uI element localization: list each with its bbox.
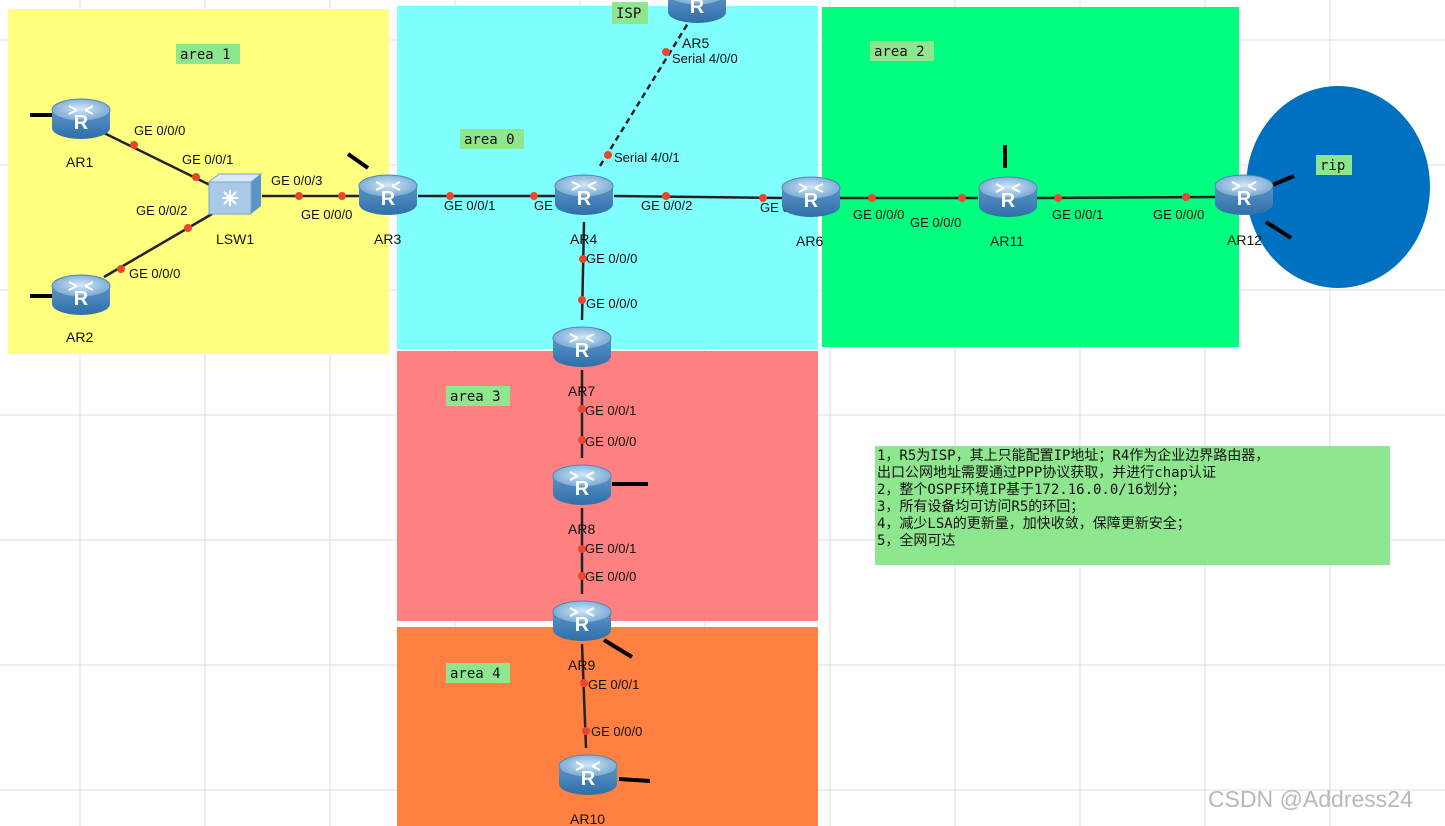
svg-text:area 0: area 0: [464, 132, 515, 148]
node-label-ar3: AR3: [374, 231, 401, 247]
stub-lines: [30, 113, 1295, 783]
node-label-ar8: AR8: [568, 521, 595, 537]
port-label: GE 0/0/0: [910, 215, 961, 230]
port-label: GE 0/0/2: [136, 203, 187, 218]
port-labels: GE 0/0/0 GE 0/0/1 GE 0/0/0 GE 0/0/2 GE 0…: [129, 51, 1204, 739]
node-label-ar6: AR6: [796, 233, 823, 249]
area-4-label: area 4: [446, 663, 510, 683]
router-ar2[interactable]: [51, 274, 111, 316]
router-ar9[interactable]: [552, 600, 612, 642]
link-ar4-ar6: [613, 194, 783, 200]
rip-label: rip: [1316, 155, 1352, 175]
note-line: 4，减少LSA的更新量，加快收敛，保障更新安全；: [877, 516, 1191, 532]
port-label: GE 0/0/0: [301, 207, 352, 222]
node-label-ar2: AR2: [66, 329, 93, 345]
area-2-region: [822, 7, 1239, 347]
node-label-lsw1: LSW1: [216, 231, 254, 247]
note-line: 出口公网地址需要通过PPP协议获取，并进行chap认证: [877, 465, 1216, 481]
link-ar4-ar5: [598, 19, 692, 167]
area-0-region: [397, 6, 818, 349]
port-label: GE 0/0/1: [585, 403, 636, 418]
note-line: 3，所有设备均可访问R5的环回；: [877, 499, 1085, 515]
router-ar1[interactable]: [51, 98, 111, 140]
router-ar11[interactable]: [978, 176, 1038, 218]
node-label-ar10: AR10: [570, 811, 605, 826]
area-4-region: [397, 627, 818, 826]
area-0-label: area 0: [460, 129, 524, 149]
router-ar5[interactable]: [667, 0, 727, 24]
port-label: GE 0/0/0: [129, 266, 180, 281]
node-label-ar1: AR1: [66, 154, 93, 170]
svg-text:area 4: area 4: [450, 666, 501, 682]
router-ar3[interactable]: [358, 174, 418, 216]
port-label: GE 0/0/0: [591, 724, 642, 739]
node-label-ar12: AR12: [1227, 232, 1262, 248]
port-label: GE 0/0/0: [134, 123, 185, 138]
port-label: GE 0/0/1: [182, 152, 233, 167]
port-label: GE 0/0/1: [585, 541, 636, 556]
rip-region: [1246, 86, 1430, 288]
note-line: 2，整个OSPF环境IP基于172.16.0.0/16划分；: [877, 482, 1186, 498]
note-line: 5，全网可达: [877, 533, 956, 549]
router-ar7[interactable]: [552, 326, 612, 368]
port-label: GE 0/0/0: [853, 207, 904, 222]
port-label: GE 0/0/0: [586, 296, 637, 311]
router-ar10[interactable]: [558, 754, 618, 796]
svg-text:area 2: area 2: [874, 44, 925, 60]
svg-text:rip: rip: [1320, 158, 1345, 174]
svg-text:area 3: area 3: [450, 389, 501, 405]
node-label-ar7: AR7: [568, 383, 595, 399]
port-label: GE 0/0/0: [585, 569, 636, 584]
port-dots: [117, 48, 1190, 735]
port-label: GE 0/0/0: [585, 434, 636, 449]
switch-lsw1[interactable]: [208, 173, 262, 215]
router-ar8[interactable]: [552, 464, 612, 506]
port-label: GE 0/0/1: [1052, 207, 1103, 222]
watermark: CSDN @Address24: [1208, 786, 1413, 812]
isp-label: ISP: [612, 2, 648, 24]
area-3-label: area 3: [446, 386, 510, 406]
router-ar12[interactable]: [1214, 174, 1274, 216]
node-label-ar9: AR9: [568, 657, 595, 673]
node-label-ar5: AR5: [682, 35, 709, 51]
area-2-label: area 2: [870, 41, 934, 61]
node-label-ar11: AR11: [990, 233, 1024, 249]
svg-text:area 1: area 1: [180, 47, 231, 63]
port-label: GE 0/0/1: [444, 198, 495, 213]
port-label: Serial 4/0/0: [672, 51, 738, 66]
router-ar6[interactable]: [781, 176, 841, 218]
port-label: Serial 4/0/1: [614, 150, 680, 165]
port-label: GE 0/0/3: [271, 173, 322, 188]
node-label-ar4: AR4: [570, 231, 597, 247]
port-label: GE 0/0/2: [641, 198, 692, 213]
area-1-label: area 1: [176, 44, 240, 64]
device-labels: AR1 AR2 LSW1 AR3 AR4 AR5 AR6 AR7 AR8 AR9…: [66, 35, 1262, 826]
requirements-note: 1，R5为ISP，其上只能配置IP地址；R4作为企业边界路由器， 出口公网地址需…: [875, 446, 1390, 565]
svg-text:ISP: ISP: [616, 6, 641, 22]
note-line: 1，R5为ISP，其上只能配置IP地址；R4作为企业边界路由器，: [877, 448, 1270, 464]
router-ar4[interactable]: [554, 174, 614, 216]
port-label: GE 0/0/1: [588, 677, 639, 692]
port-label: GE 0/0/0: [586, 251, 637, 266]
port-label: GE 0/0/0: [1153, 207, 1204, 222]
